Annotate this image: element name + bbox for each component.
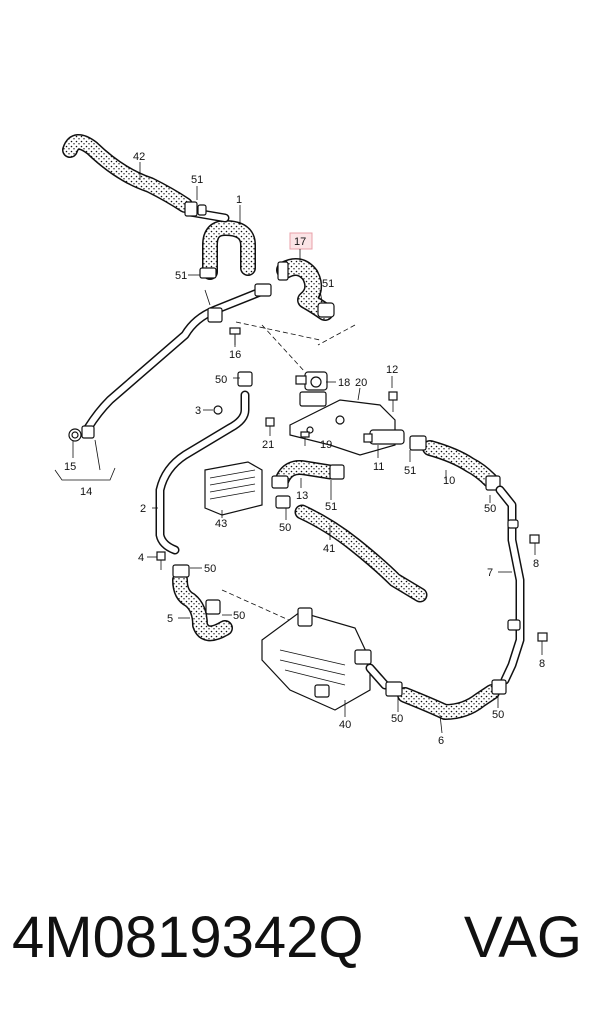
clamp-51-left: [199, 267, 217, 279]
hose-42: [62, 134, 193, 213]
connector-11: [363, 429, 405, 445]
callout-4: 4: [138, 552, 144, 564]
callout-8-lower: 8: [539, 658, 545, 670]
callout-50-mid: 50: [233, 610, 245, 622]
callout-14: 14: [80, 486, 92, 498]
bolt-3: [213, 405, 223, 415]
callout-7: 7: [487, 567, 493, 579]
bolt-4: [156, 551, 166, 570]
callout-43: 43: [215, 518, 227, 530]
callout-10: 10: [443, 475, 455, 487]
hose-17: [276, 257, 335, 321]
callout-20: 20: [355, 377, 367, 389]
callout-51-mid: 51: [404, 465, 416, 477]
bolt-8-lower: [537, 632, 548, 655]
bolt-8-upper: [529, 534, 540, 555]
hose-41: [294, 504, 428, 603]
callout-13: 13: [296, 490, 308, 502]
hose-10: [409, 435, 501, 491]
callout-51-right: 51: [322, 278, 334, 290]
callout-50-hose6: 50: [391, 713, 403, 725]
callout-8-upper: 8: [533, 558, 539, 570]
callout-51-low: 51: [325, 501, 337, 513]
pipe-2: [155, 371, 253, 555]
callout-50-cooler: 50: [279, 522, 291, 534]
highlight-box-17: [289, 232, 313, 250]
pipe-main-upper: [83, 283, 272, 433]
callout-50-pipe: 50: [215, 374, 227, 386]
callout-3: 3: [195, 405, 201, 417]
callout-11: 11: [373, 461, 384, 473]
callout-19: 19: [320, 439, 332, 451]
callout-2: 2: [140, 503, 146, 515]
callout-18: 18: [338, 377, 350, 389]
footer: 4M0819342Q VAG: [0, 888, 600, 988]
hose-13: [271, 460, 345, 489]
bolt-12: [388, 391, 398, 412]
callout-50-right: 50: [484, 503, 496, 515]
clamp-15: [68, 425, 95, 442]
part-number: 4M0819342Q: [12, 905, 364, 970]
callout-21: 21: [262, 439, 274, 451]
brand-name: VAG: [463, 905, 582, 970]
callout-16: 16: [229, 349, 241, 361]
callout-15: 15: [64, 461, 76, 473]
callout-41: 41: [323, 543, 335, 555]
parts-diagram: 42 51 1 17 51 51 16 50 18 20 12 3 21 19 …: [54, 134, 548, 747]
callout-1: 1: [236, 194, 242, 206]
hose-6: [365, 663, 507, 720]
callout-labels: 42 51 1 17 51 51 16 50 18 20 12 3 21 19 …: [64, 151, 545, 747]
bolt-21: [265, 417, 275, 436]
callout-40: 40: [339, 719, 351, 731]
leader-lines: [54, 162, 512, 734]
callout-51-left: 51: [175, 270, 187, 282]
cooler-43: [204, 461, 263, 516]
callout-5: 5: [167, 613, 173, 625]
pipe-7: [495, 485, 525, 685]
bolt-19: [300, 431, 310, 446]
callout-42: 42: [133, 151, 145, 163]
callout-6: 6: [438, 735, 444, 747]
pump-18: [295, 371, 328, 407]
hose-5: [172, 564, 233, 642]
callout-17: 17: [294, 236, 306, 248]
bracket-20: [289, 399, 396, 456]
callout-50-bottom: 50: [492, 709, 504, 721]
clamp-51-top: [184, 201, 207, 217]
callout-51-top: 51: [191, 174, 203, 186]
callout-50-hose5: 50: [204, 563, 216, 575]
callout-12: 12: [386, 364, 398, 376]
hose-1: [185, 207, 256, 280]
clamp-50-cooler: [275, 495, 291, 509]
cooler-40: [261, 607, 372, 711]
